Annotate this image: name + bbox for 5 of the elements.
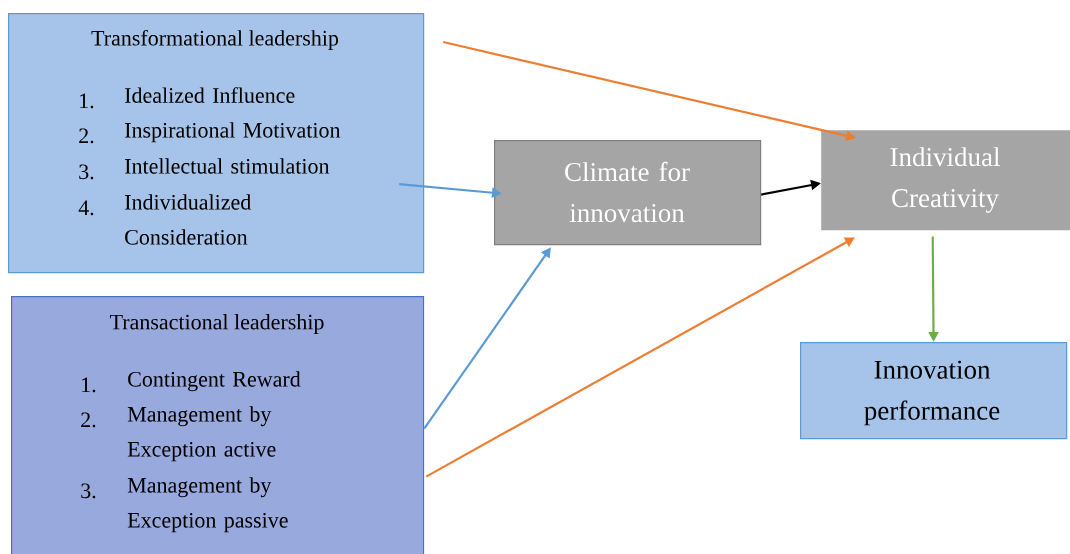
- process-box: Individual Creativity: [821, 130, 1070, 231]
- process-box: Climate for innovation: [494, 140, 762, 246]
- outcome-box: Innovation performance: [800, 342, 1068, 440]
- leadership-box: Transactional leadership 1. Contingent Reward 2. Management by Exception active 3. Management by Exception passive: [11, 296, 425, 554]
- leadership-box: Transformational leadership 1. Idealized Influence 2. Inspirational Motivation 3. Intellectual stimulation 4. Individualized Consideration: [8, 13, 425, 274]
